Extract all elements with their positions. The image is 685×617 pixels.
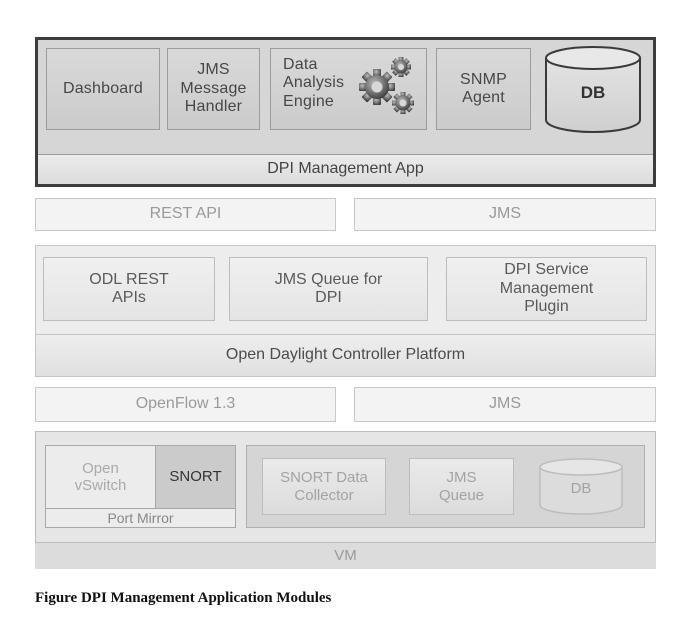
gears-icon <box>359 57 414 114</box>
port-mirror-label: Port Mirror <box>46 508 235 527</box>
vm-bar: VM <box>35 542 656 569</box>
dashboard-module: Dashboard <box>46 48 160 130</box>
odl-block: ODL REST APIs JMS Queue for DPI DPI Serv… <box>35 245 656 377</box>
vm-db-label: DB <box>570 480 592 498</box>
rest-api-interface: REST API <box>35 198 336 231</box>
database-cylinder-icon <box>545 46 641 133</box>
database-cylinder-icon <box>539 458 623 515</box>
data-analysis-engine-module: Data Analysis Engine <box>270 48 427 130</box>
jms-queue-for-dpi-module: JMS Queue for DPI <box>229 257 428 321</box>
dpi-management-app-bar: DPI Management App <box>38 154 653 184</box>
open-vswitch-module: Open vSwitch <box>46 446 156 508</box>
jms-interface-bottom: JMS <box>354 387 656 422</box>
snort-module: SNORT <box>156 446 235 508</box>
port-mirror-group: Open vSwitch SNORT Port Mirror <box>45 445 236 528</box>
db-label: DB <box>580 83 606 103</box>
snort-data-collector-module: SNORT Data Collector <box>262 458 386 515</box>
snmp-agent-module: SNMP Agent <box>436 48 531 130</box>
jms-message-handler-module: JMS Message Handler <box>167 48 260 130</box>
dpi-management-app-block: Dashboard JMS Message Handler Data Analy… <box>35 37 656 187</box>
data-analysis-engine-label: Data Analysis Engine <box>283 56 345 110</box>
dpi-service-management-plugin-module: DPI Service Management Plugin <box>446 257 647 321</box>
open-daylight-controller-platform: Open Daylight Controller Platform <box>35 334 656 377</box>
vm-block: Open vSwitch SNORT Port Mirror SNORT Dat… <box>35 431 656 569</box>
collector-group: SNORT Data Collector JMS Queue DB <box>246 445 645 528</box>
jms-queue-module: JMS Queue <box>409 458 514 515</box>
figure-caption: Figure DPI Management Application Module… <box>35 590 332 606</box>
jms-interface-top: JMS <box>354 198 656 231</box>
odl-rest-apis-module: ODL REST APIs <box>43 257 215 321</box>
openflow-interface: OpenFlow 1.3 <box>35 387 336 422</box>
